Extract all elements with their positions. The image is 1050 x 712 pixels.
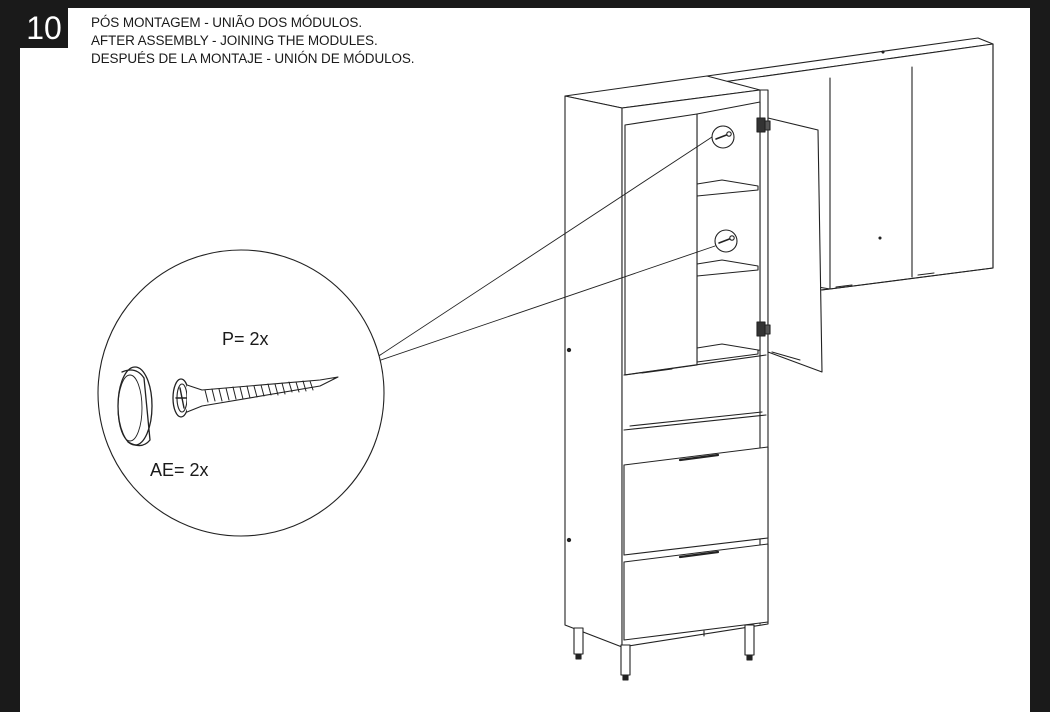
cover-cap-icon: [117, 366, 153, 447]
step-titles: PÓS MONTAGEM - UNIÃO DOS MÓDULOS. AFTER …: [91, 14, 415, 68]
step-number-badge: 10: [20, 8, 68, 48]
screw-icon: [172, 376, 339, 418]
screw-quantity-label: P= 2x: [222, 329, 269, 349]
title-portuguese: PÓS MONTAGEM - UNIÃO DOS MÓDULOS.: [91, 15, 362, 30]
detail-leader-lines: [364, 136, 716, 366]
detail-magnifier: [97, 249, 385, 537]
title-english: AFTER ASSEMBLY - JOINING THE MODULES.: [91, 33, 378, 48]
cap-quantity-label: AE= 2x: [150, 460, 209, 480]
fixing-point-callouts: [711, 125, 738, 253]
title-spanish: DESPUÉS DE LA MONTAJE - UNIÓN DE MÓDULOS…: [91, 51, 415, 66]
tall-cabinet-module: [564, 50, 885, 681]
